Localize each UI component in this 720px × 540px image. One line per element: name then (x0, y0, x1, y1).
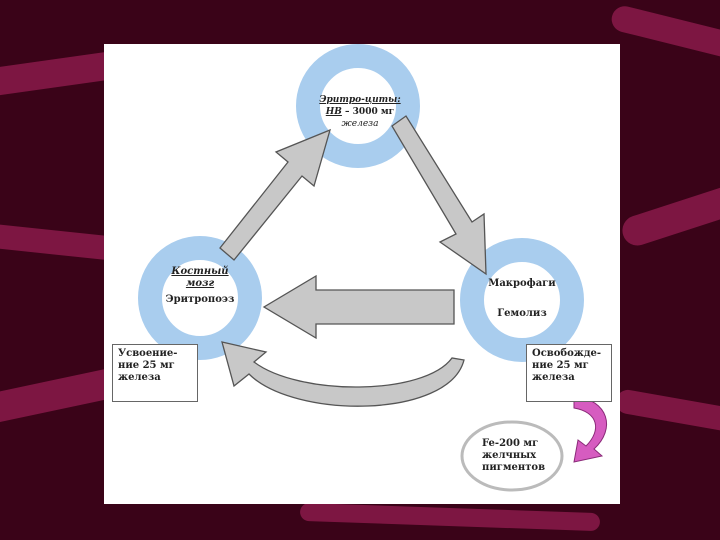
release-line-2: ние 25 мг (532, 360, 589, 371)
background-stripe (299, 502, 601, 532)
erythrocytes-iron: железа (341, 119, 379, 129)
bone-marrow-title2: мозг (185, 278, 215, 289)
release-line-1: Освобожде- (532, 348, 602, 359)
release-box: Освобожде- ние 25 мг железа (526, 344, 612, 402)
arrow-marrow-to-erythrocytes (219, 128, 331, 261)
hb-amount: – 3000 мг (341, 107, 395, 117)
background-stripe (618, 180, 720, 250)
macrophages-title: Макрофаги (488, 278, 556, 289)
absorption-line-3: железа (118, 372, 161, 383)
bile-line-2: желчных (482, 450, 537, 461)
diagram-panel: Эритро-циты: НВ – 3000 мг железа Костный… (104, 44, 620, 504)
arrow-macrophages-to-marrow (262, 274, 455, 340)
absorption-line-2: ние 25 мг (118, 360, 175, 371)
macrophages-process: Гемолиз (497, 308, 547, 319)
bile-pigments-label: Fe-200 мг желчных пигментов (482, 438, 554, 474)
bone-marrow-process: Эритропоэз (165, 294, 235, 305)
macrophages-label: Макрофаги Гемолиз (480, 278, 564, 320)
erythrocytes-label: Эритро-циты: НВ – 3000 мг железа (316, 94, 404, 130)
bone-marrow-label: Костный мозг Эритропоэз (160, 266, 240, 306)
macrophages-ring (460, 238, 584, 362)
arrow-erythrocytes-to-macrophages (391, 115, 487, 276)
absorption-line-1: Усвоение- (118, 348, 178, 359)
background-stripe (608, 3, 720, 63)
bone-marrow-title: Костный (171, 266, 229, 277)
bile-line-1: Fe-200 мг (482, 438, 539, 449)
curved-recycle-arrow (221, 341, 465, 407)
pink-arrow (573, 395, 608, 463)
erythrocytes-title: Эритро-циты: (319, 95, 401, 105)
bone-marrow-ring (138, 236, 262, 360)
absorption-box: Усвоение- ние 25 мг железа (112, 344, 198, 402)
iron-cycle-diagram (138, 44, 608, 492)
hb-label: НВ (325, 107, 342, 117)
bile-pigments-ellipse (460, 420, 564, 492)
bile-line-3: пигментов (482, 462, 546, 473)
erythrocytes-ring (296, 44, 420, 168)
release-line-3: железа (532, 372, 575, 383)
background-stripe (613, 388, 720, 436)
